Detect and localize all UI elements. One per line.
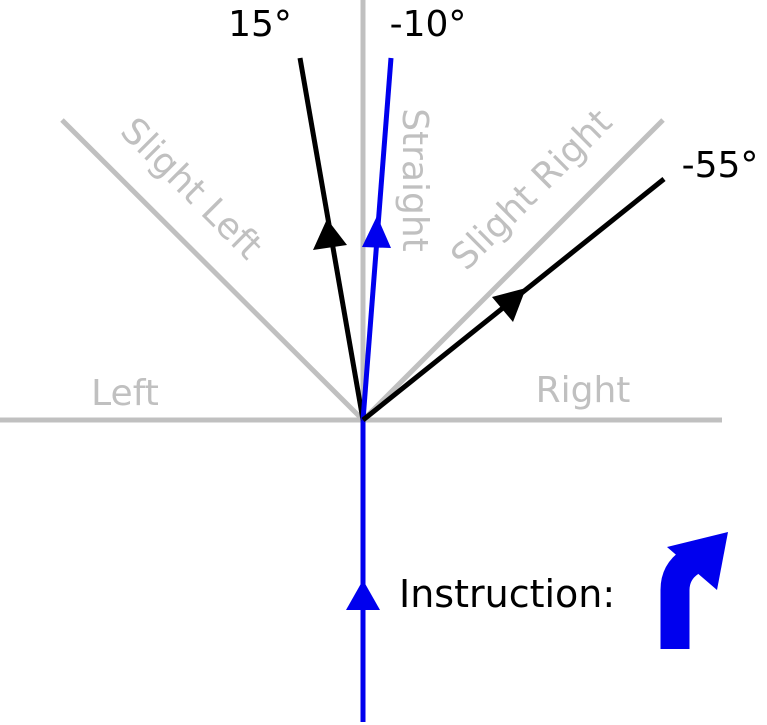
path-arrowhead-15 [313, 219, 347, 250]
angle-label-minus-10: -10° [390, 4, 467, 45]
zone-label-slight-left: Slight Left [112, 110, 270, 268]
path-arrowhead-minus-10 [362, 216, 391, 248]
slight-left-boundary-line [60, 118, 365, 422]
incoming-path-arrowhead [346, 580, 380, 610]
angle-label-minus-55: -55° [682, 145, 759, 186]
path-arrowhead-minus-55 [492, 288, 526, 322]
turn-slight-right-icon [660, 532, 728, 649]
zone-label-straight: Straight [394, 108, 435, 252]
slight-right-boundary-line [361, 118, 665, 422]
zone-label-left: Left [91, 373, 159, 414]
instruction-label: Instruction: [399, 572, 615, 616]
zone-label-right: Right [536, 370, 631, 411]
angle-label-15: 15° [228, 4, 292, 45]
